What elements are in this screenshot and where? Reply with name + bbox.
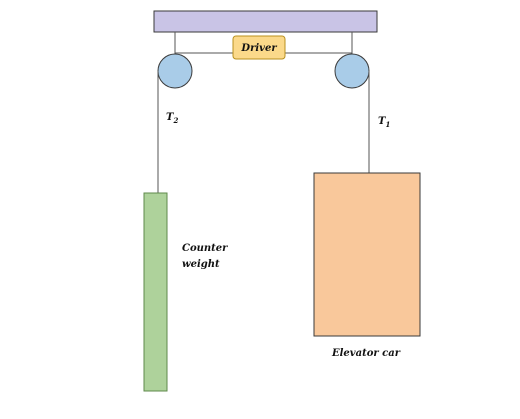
counterweight-block [143,192,168,392]
ceiling-beam [153,10,378,33]
left-pulley [157,53,193,89]
driver-label: Driver [240,43,277,54]
counterweight-label-line2: weight [182,259,220,270]
tension-right-subscript: 1 [385,120,390,129]
tension-left-label: T2 [166,112,178,125]
tension-left-subscript: 2 [172,116,178,125]
counterweight-label-line1: Counter [182,243,228,254]
driver-box [232,35,286,60]
tension-right-label: T1 [378,116,390,129]
right-pulley [334,53,370,89]
tension-right-symbol: T [378,116,387,127]
elevator-car-block [313,172,421,337]
tension-left-symbol: T [166,112,175,123]
elevator-car-label: Elevator car [331,348,401,359]
